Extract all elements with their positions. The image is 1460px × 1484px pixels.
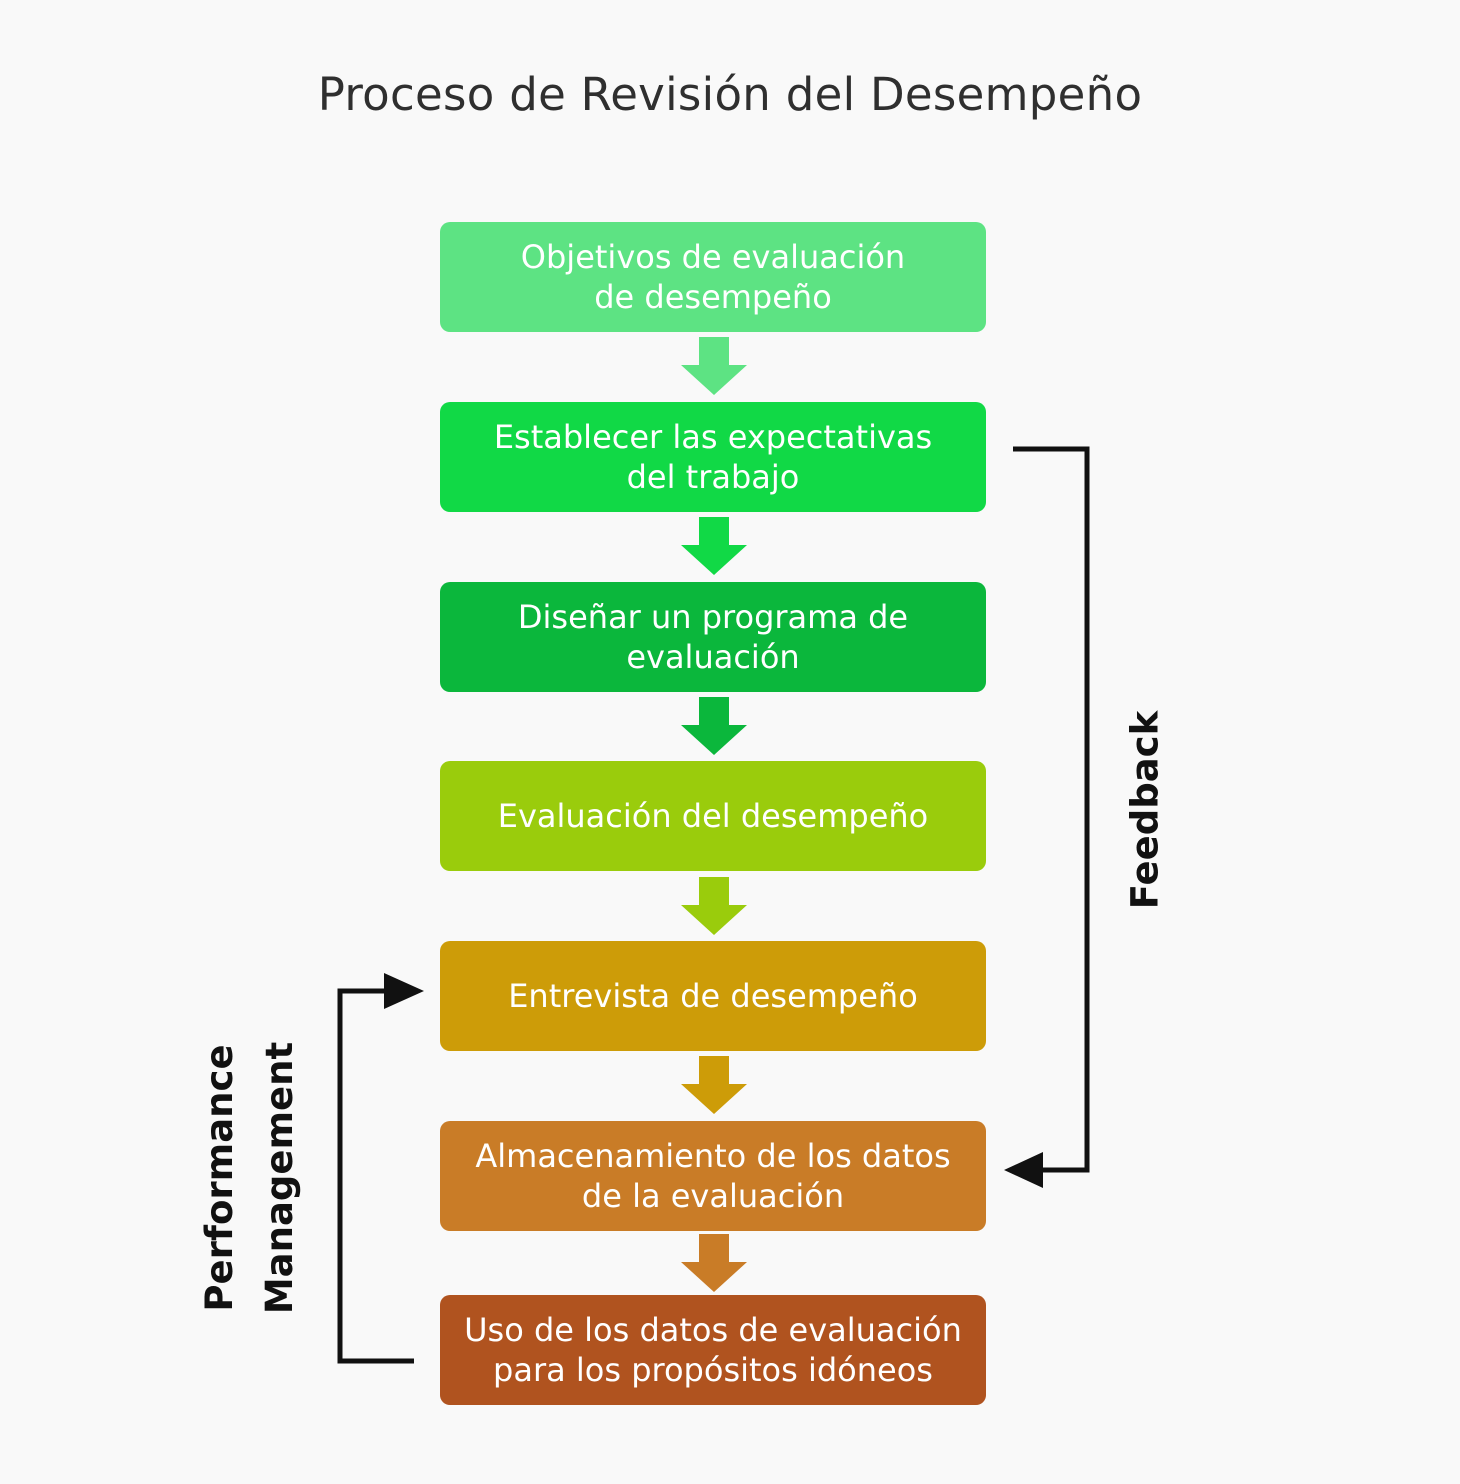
step-label: Objetivos de evaluación de desempeño bbox=[520, 238, 906, 316]
down-arrow-icon bbox=[681, 877, 747, 935]
step-programa: Diseñar un programa de evaluación bbox=[440, 582, 986, 692]
step-uso-datos: Uso de los datos de evaluación para los … bbox=[440, 1295, 986, 1405]
performance-management-label: Performance Management bbox=[198, 1041, 301, 1315]
down-arrow-icon bbox=[681, 1234, 747, 1292]
step-label: Almacenamiento de los datos de la evalua… bbox=[475, 1137, 951, 1215]
feedback-connector bbox=[1004, 446, 1090, 1188]
step-expectativas: Establecer las expectativas del trabajo bbox=[440, 402, 986, 512]
step-label: Entrevista de desempeño bbox=[508, 977, 918, 1015]
arrow-right-icon bbox=[384, 973, 424, 1009]
down-arrow-icon bbox=[681, 1056, 747, 1114]
step-label: Uso de los datos de evaluación para los … bbox=[464, 1311, 962, 1389]
performance-connector bbox=[337, 973, 424, 1364]
feedback-label: Feedback bbox=[1123, 710, 1167, 910]
step-label: Establecer las expectativas del trabajo bbox=[493, 418, 933, 496]
down-arrow-icon bbox=[681, 337, 747, 395]
down-arrow-icon bbox=[681, 697, 747, 755]
step-entrevista: Entrevista de desempeño bbox=[440, 941, 986, 1051]
down-arrow-icon bbox=[681, 517, 747, 575]
step-objetivos: Objetivos de evaluación de desempeño bbox=[440, 222, 986, 332]
step-label: Evaluación del desempeño bbox=[497, 797, 929, 835]
step-label: Diseñar un programa de evaluación bbox=[517, 598, 909, 676]
arrow-left-icon bbox=[1004, 1152, 1043, 1188]
step-almacenamiento: Almacenamiento de los datos de la evalua… bbox=[440, 1121, 986, 1231]
diagram-title: Proceso de Revisión del Desempeño bbox=[317, 68, 1143, 121]
step-evaluacion: Evaluación del desempeño bbox=[440, 761, 986, 871]
